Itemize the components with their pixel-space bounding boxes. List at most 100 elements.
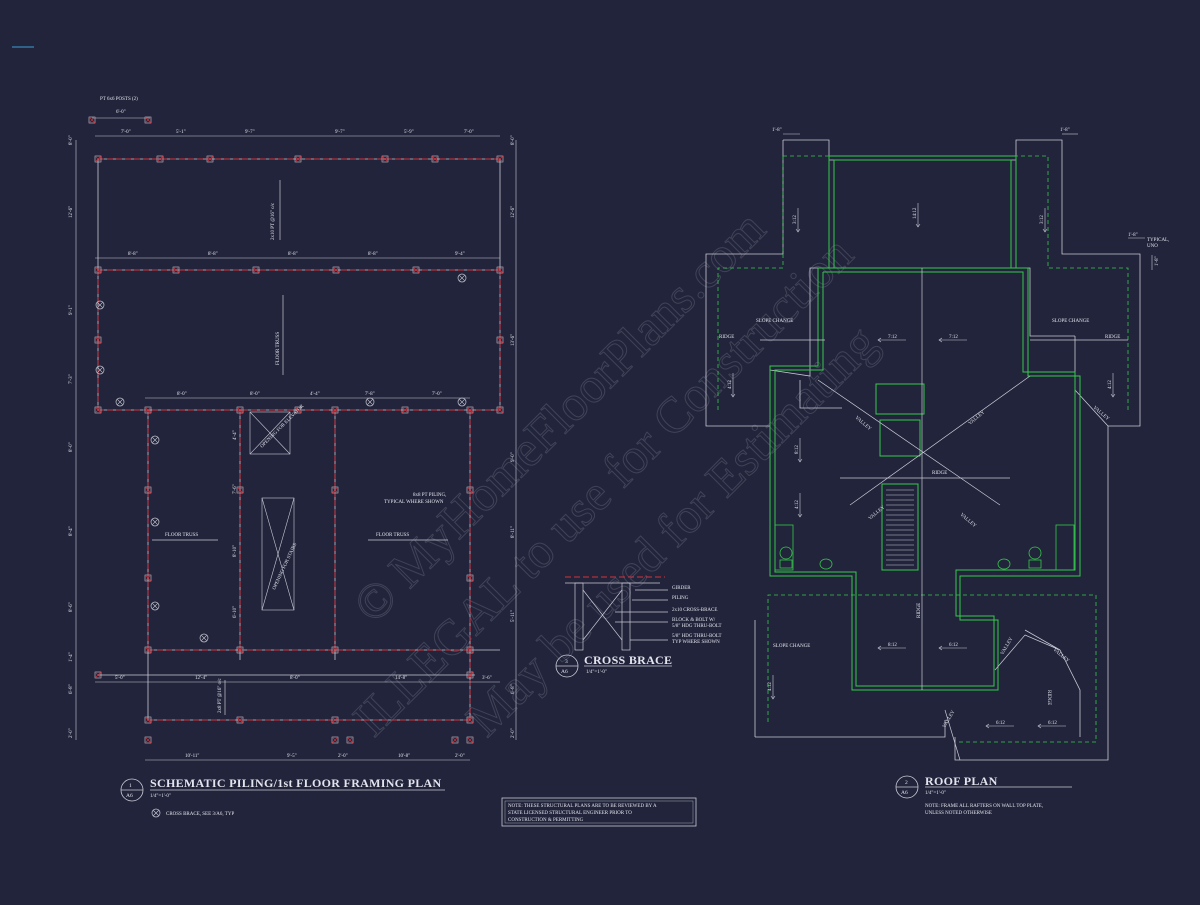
dimension-text: 5'-0" [115, 676, 125, 681]
piling-post [172, 266, 180, 274]
slope-arrow: 8:12 [877, 643, 906, 651]
piling-post [88, 116, 96, 124]
dimension-text: 6'-8" [69, 684, 74, 694]
dimension-text: 9'-0" [511, 452, 516, 462]
piling-post [451, 736, 459, 744]
dimension-text: 2'-0" [511, 728, 516, 738]
valley-label-3: VALLEY [868, 505, 886, 522]
pitch-label: 6:12 [1048, 721, 1057, 726]
piling-post [496, 155, 504, 163]
dimension-text: 8'-8" [208, 252, 218, 257]
cross-brace-marker [150, 517, 160, 527]
structural-note-line-1: NOTE: THESE STRUCTURAL PLANS ARE TO BE R… [508, 804, 657, 809]
dimension-text: 8'-0" [250, 392, 260, 397]
piling-post [431, 155, 439, 163]
piling-post [94, 266, 102, 274]
piling-plan: 7'-0"5'-1"9'-7"9'-7"5'-9"7'-0"8'-8"8'-8"… [69, 97, 517, 818]
piling-post [331, 486, 339, 494]
piling-post [332, 266, 340, 274]
ridge-right-label: RIDGE [1105, 335, 1120, 340]
overhang-dim-4: 1'-8" [1155, 256, 1160, 266]
pitch-label: 6:12 [996, 721, 1005, 726]
cross-brace-marker [199, 633, 209, 643]
cross-brace-legend-text: CROSS BRACE, SEE 3/A6, TYP [166, 812, 234, 817]
piling-post [144, 716, 152, 724]
dimension-text: 10'-8" [398, 754, 410, 759]
dimension-text: 7'-8" [365, 392, 375, 397]
dimension-text: 12'-6" [511, 206, 516, 218]
dimension-text: 7'-0" [432, 392, 442, 397]
slope-arrow: 3:12 [1040, 208, 1048, 233]
cross-brace-tag-number: 3 [565, 659, 568, 665]
ridge-vertical-label: RIDGE [917, 603, 922, 618]
dimension-text: 2'-0" [455, 754, 465, 759]
piling-post [144, 116, 152, 124]
roof-plan-title: ROOF PLAN [925, 774, 998, 788]
piling-note-1: 8x8 PT PILING, [413, 493, 446, 498]
stairs [886, 489, 914, 566]
slope-arrow: 4:12 [795, 493, 803, 518]
piling-post [94, 336, 102, 344]
roof-note-2: UNLESS NOTED OTHERWISE [925, 811, 992, 816]
piling-post [381, 155, 389, 163]
slope-arrow: 6:12 [985, 721, 1014, 729]
slope-arrow: 7:12 [877, 335, 906, 343]
piling-post [466, 716, 474, 724]
piling-plan-scale: 1/4"=1'-0" [150, 794, 171, 799]
pitch-label: 8:12 [888, 643, 897, 648]
pitch-label: 7:12 [949, 335, 958, 340]
label-floor-truss-left: FLOOR TRUSS [165, 533, 198, 538]
callout-cross-brace: 2x10 CROSS-BRACE [672, 608, 717, 613]
slope-arrow: 4:12 [728, 373, 736, 398]
cross-brace-legend-icon [151, 808, 161, 818]
slope-arrow: 3:12 [793, 208, 801, 233]
pitch-label: 4:12 [768, 682, 773, 691]
cross-brace-marker [457, 273, 467, 283]
piling-post [294, 406, 302, 414]
callout-piling: PILING [672, 596, 689, 601]
pitch-label: 6:12 [949, 643, 958, 648]
cross-brace-tag-sheet: A6 [561, 669, 568, 675]
dimension-text: 8'-0" [69, 135, 74, 145]
dimension-text: 9'-5" [287, 754, 297, 759]
piling-post [331, 406, 339, 414]
dimension-text: 8'-0" [69, 442, 74, 452]
plumbing-fixtures [774, 524, 1075, 571]
piling-post [466, 646, 474, 654]
piling-dimensions: 7'-0"5'-1"9'-7"9'-7"5'-9"7'-0"8'-8"8'-8"… [69, 130, 516, 759]
piling-title-block: 1 A6 SCHEMATIC PILING/1st FLOOR FRAMING … [120, 776, 445, 818]
cross-brace-marker [95, 365, 105, 375]
piling-post [466, 671, 474, 679]
pitch-label: 3:12 [793, 215, 798, 224]
wall-outlines [769, 155, 1081, 691]
roof-tag-number: 2 [905, 780, 908, 786]
structural-note-line-3: CONSTRUCTION & PERMITTING [508, 818, 584, 823]
dimension-text: 9'-1" [69, 305, 74, 315]
dimension-text: 1'-4" [69, 652, 74, 662]
cross-brace-title: CROSS BRACE [584, 653, 672, 667]
dimension-text: 9'-4" [455, 252, 465, 257]
piling-posts [88, 116, 504, 744]
piling-note-2: TYPICAL WHERE SHOWN [384, 500, 444, 505]
cross-brace-detail: GIRDER PILING 2x10 CROSS-BRACE BLOCK & B… [555, 576, 722, 678]
ridge-lower-right-label: RIDGE [1046, 690, 1051, 705]
dimension-text: 7'-0" [121, 130, 131, 135]
valley-label-7: VALLEY [1052, 648, 1070, 665]
slope-change-2: SLOPE CHANGE [1052, 319, 1089, 324]
piling-post [144, 574, 152, 582]
watermark-line-2: ILLEGAL to use for Construction [342, 225, 863, 746]
piling-post [331, 646, 339, 654]
label-floor-truss-top: FLOOR TRUSS [276, 332, 281, 365]
roof-plan-scale: 1/4"=1'-0" [925, 791, 946, 796]
piling-post [496, 336, 504, 344]
dimension-text: 5'-11" [511, 610, 516, 622]
dimension-lines [75, 117, 517, 761]
posts-dimension: 6'-0" [116, 110, 126, 115]
piling-post [144, 486, 152, 494]
cross-brace-marker [95, 300, 105, 310]
piling-post [94, 406, 102, 414]
